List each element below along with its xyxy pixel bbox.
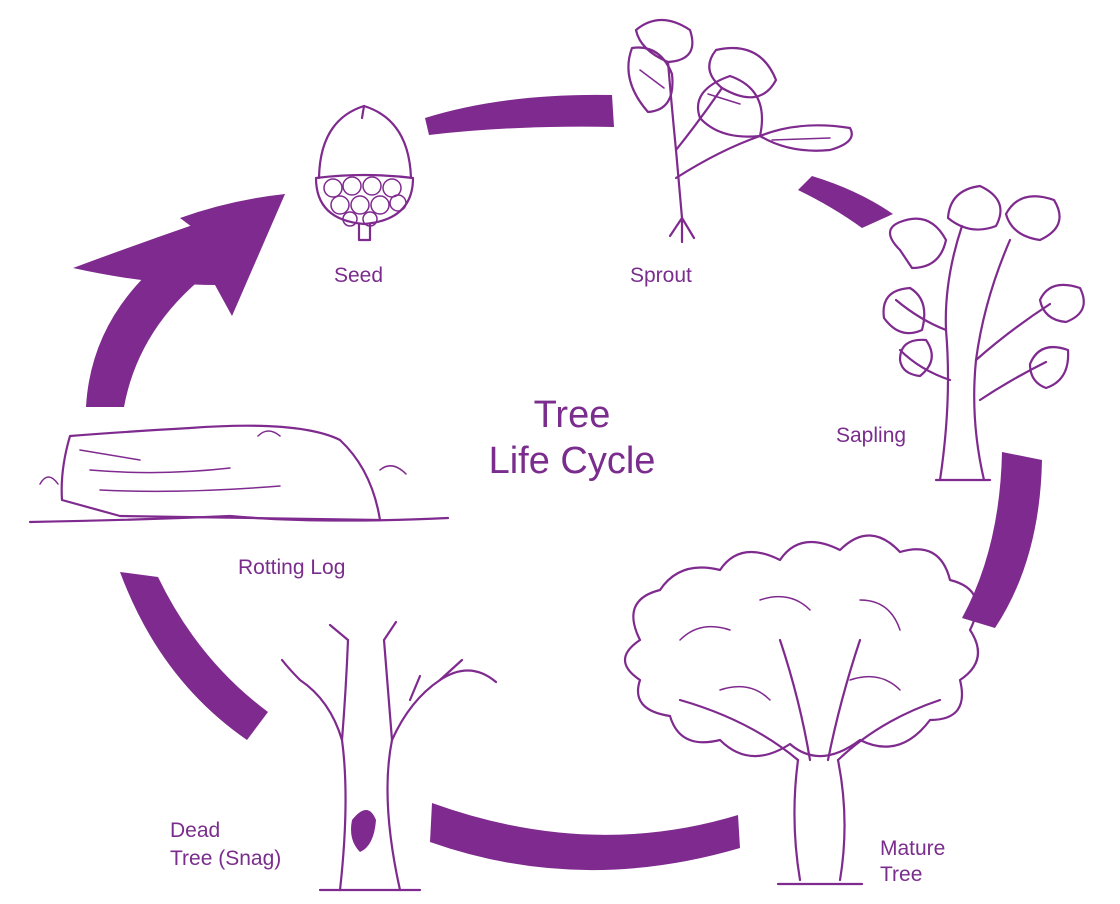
label-mature-tree: Tree (880, 863, 923, 886)
diagram-title: Tree Life Cycle (452, 392, 692, 484)
label-mature: Mature (880, 837, 946, 860)
label-rotting-log: Rotting Log (238, 556, 346, 579)
arrow-log-to-seed-head (73, 194, 285, 316)
dead-tree-icon (280, 620, 498, 892)
seed-icon (314, 104, 415, 242)
arrow-sapling-to-mature (962, 452, 1042, 628)
title-line-1: Tree (533, 394, 611, 436)
label-dead: Dead (170, 819, 221, 842)
sprout-icon (627, 18, 853, 244)
rotting-log-icon (28, 424, 450, 524)
arrow-sprout-to-sapling (798, 176, 893, 228)
cycle-arrows (73, 94, 1042, 871)
arrow-mature-to-dead (430, 803, 740, 871)
arrow-dead-to-log (120, 572, 268, 740)
arrow-seed-to-sprout (425, 94, 614, 135)
sapling-icon (882, 184, 1085, 482)
mature-tree-icon (623, 534, 980, 886)
label-sapling: Sapling (836, 424, 907, 447)
label-dead-tree-snag: Tree (Snag) (170, 847, 282, 870)
title-line-2: Life Cycle (488, 440, 656, 482)
label-seed: Seed (334, 264, 384, 287)
label-sprout: Sprout (630, 264, 692, 287)
